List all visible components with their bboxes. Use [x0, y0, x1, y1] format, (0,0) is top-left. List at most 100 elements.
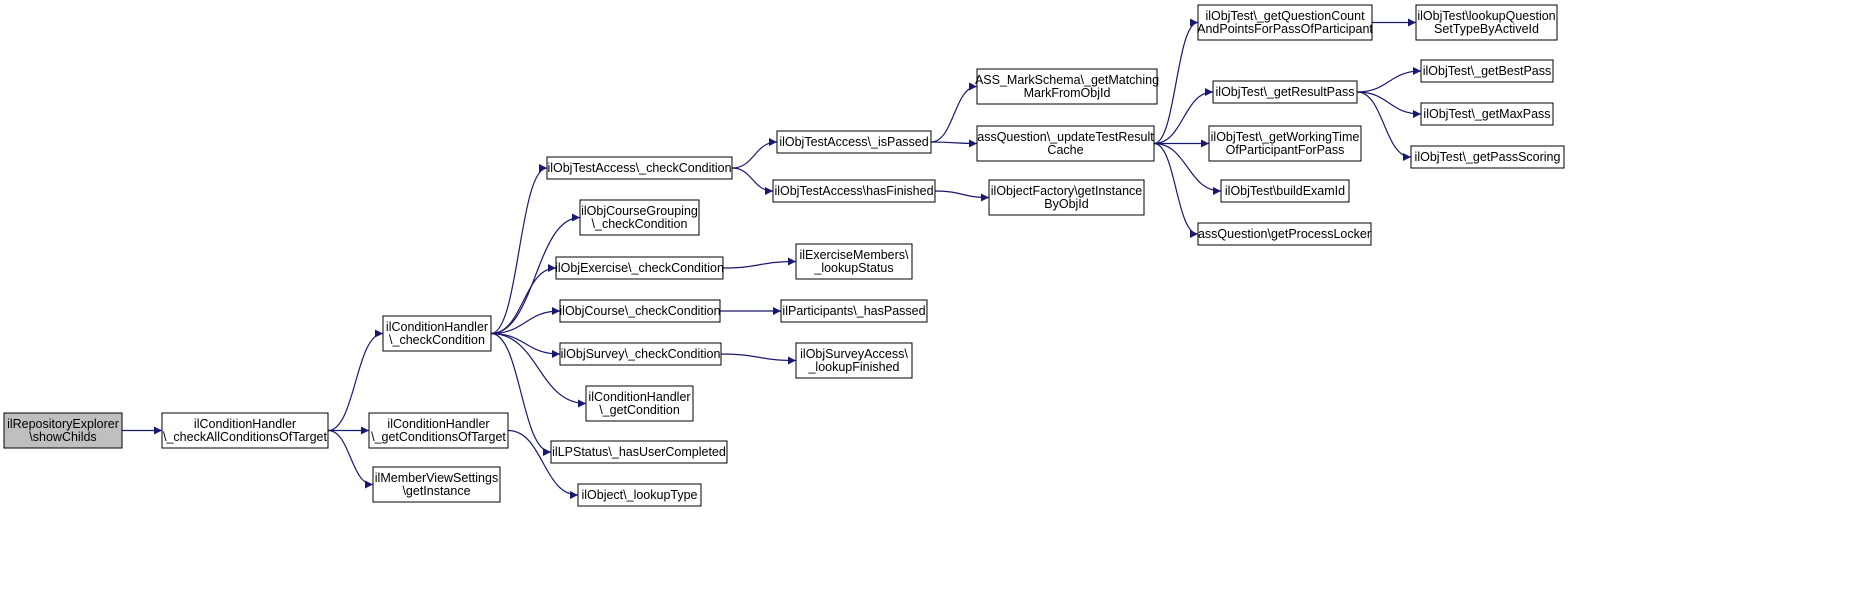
- node-procLocker[interactable]: assQuestion\getProcessLocker: [1197, 222, 1372, 246]
- node-label: \showChilds: [29, 430, 96, 444]
- node-label: ilObjectFactory\getInstance: [991, 184, 1143, 198]
- node-checkCond[interactable]: ilConditionHandler\_checkCondition: [382, 315, 492, 352]
- node-bestPass[interactable]: ilObjTest\_getBestPass: [1420, 59, 1554, 83]
- node-label: ilObjTest\buildExamId: [1225, 184, 1345, 198]
- node-surveyAccess[interactable]: ilObjSurveyAccess\_lookupFinished: [795, 342, 913, 379]
- node-label: OfParticipantForPass: [1226, 143, 1345, 157]
- node-maxPass[interactable]: ilObjTest\_getMaxPass: [1420, 102, 1554, 126]
- node-exMembers[interactable]: ilExerciseMembers\_lookupStatus: [795, 243, 913, 280]
- edge-hasFinished-to-objFactory: [934, 190, 990, 202]
- node-hasFinished[interactable]: ilObjTestAccess\hasFinished: [772, 179, 936, 203]
- node-workingTime[interactable]: ilObjTest\_getWorkingTimeOfParticipantFo…: [1208, 125, 1362, 162]
- node-checkAll[interactable]: ilConditionHandler\_checkAllConditionsOf…: [161, 412, 329, 449]
- node-label: ilObject\_lookupType: [581, 488, 697, 502]
- node-testCheck[interactable]: ilObjTestAccess\_checkCondition: [546, 156, 733, 180]
- node-box: [550, 440, 728, 464]
- node-label: ilObjExercise\_checkCondition: [555, 261, 724, 275]
- node-label: ilExerciseMembers\: [799, 248, 909, 262]
- node-label: _lookupFinished: [807, 360, 899, 374]
- edge-updateCache-to-resultPass: [1153, 88, 1214, 145]
- node-label: \_getConditionsOfTarget: [371, 430, 506, 444]
- node-label: ilConditionHandler: [588, 390, 690, 404]
- node-memberView[interactable]: ilMemberViewSettings\getInstance: [372, 466, 501, 503]
- node-label: ilConditionHandler: [386, 320, 488, 334]
- node-label: ilObjCourse\_checkCondition: [559, 304, 720, 318]
- node-lookupQSet[interactable]: ilObjTest\lookupQuestionSetTypeByActiveI…: [1415, 4, 1558, 41]
- edge-resultPass-to-bestPass: [1356, 67, 1422, 93]
- node-buildExam[interactable]: ilObjTest\buildExamId: [1220, 179, 1350, 203]
- node-box: [780, 299, 928, 323]
- node-label: ilParticipants\_hasPassed: [782, 304, 925, 318]
- node-surveyCheck[interactable]: ilObjSurvey\_checkCondition: [559, 342, 722, 366]
- node-box: [1208, 125, 1362, 162]
- node-box: [976, 68, 1158, 105]
- node-label: ilObjTest\lookupQuestion: [1417, 9, 1555, 23]
- node-label: \_checkCondition: [389, 333, 485, 347]
- node-resultPass[interactable]: ilObjTest\_getResultPass: [1212, 80, 1358, 104]
- edge-updateCache-to-buildExam: [1153, 142, 1222, 195]
- node-box: [1197, 222, 1372, 246]
- node-label: ilLPStatus\_hasUserCompleted: [552, 445, 726, 459]
- node-label: _lookupStatus: [813, 261, 893, 275]
- node-box: [795, 243, 913, 280]
- node-label: ilObjTest\_getResultPass: [1216, 85, 1355, 99]
- edge-checkCond-to-courseCheck: [490, 307, 561, 335]
- edge-checkCond-to-getCondition: [490, 332, 587, 408]
- node-label: AndPointsForPassOfParticipant: [1197, 22, 1373, 36]
- node-label: \_getCondition: [599, 403, 680, 417]
- node-box: [772, 179, 936, 203]
- node-label: ilObjTestAccess\_isPassed: [779, 135, 928, 149]
- node-exerciseCheck[interactable]: ilObjExercise\_checkCondition: [555, 256, 724, 280]
- node-lpStatus[interactable]: ilLPStatus\_hasUserCompleted: [550, 440, 728, 464]
- node-label: \getInstance: [402, 484, 470, 498]
- edge-getCondOfTarget-to-lookupType: [507, 429, 579, 499]
- node-box: [579, 199, 700, 236]
- node-box: [1197, 4, 1373, 41]
- node-getCondition[interactable]: ilConditionHandler\_getCondition: [585, 385, 694, 422]
- edge-checkCond-to-exerciseCheck: [490, 264, 557, 335]
- node-label: assQuestion\_updateTestResult: [977, 130, 1154, 144]
- node-label: assQuestion\getProcessLocker: [1198, 227, 1371, 241]
- node-label: ilObjTest\_getQuestionCount: [1205, 9, 1365, 23]
- node-label: ilObjTest\_getPassScoring: [1415, 150, 1561, 164]
- node-label: ilRepositoryExplorer: [7, 417, 119, 431]
- node-lookupType[interactable]: ilObject\_lookupType: [577, 483, 702, 507]
- edge-isPassed-to-updateCache: [930, 139, 978, 148]
- node-passScoring[interactable]: ilObjTest\_getPassScoring: [1410, 145, 1565, 169]
- node-box: [372, 466, 501, 503]
- edge-isPassed-to-markSchema: [930, 82, 978, 143]
- node-courseCheck[interactable]: ilObjCourse\_checkCondition: [559, 299, 721, 323]
- edge-exerciseCheck-to-exMembers: [722, 257, 797, 269]
- edge-checkAll-to-memberView: [327, 429, 374, 489]
- node-qCount[interactable]: ilObjTest\_getQuestionCountAndPointsForP…: [1197, 4, 1373, 41]
- node-box: [546, 156, 733, 180]
- node-label: ilObjSurveyAccess\: [800, 347, 908, 361]
- node-box: [1212, 80, 1358, 104]
- node-getCondOfTarget[interactable]: ilConditionHandler\_getConditionsOfTarge…: [368, 412, 509, 449]
- node-box: [559, 299, 721, 323]
- node-label: ilObjTest\_getWorkingTime: [1211, 130, 1360, 144]
- node-box: [368, 412, 509, 449]
- edge-checkCond-to-testCheck: [490, 164, 548, 335]
- node-box: [795, 342, 913, 379]
- node-box: [976, 125, 1155, 162]
- node-box: [1420, 59, 1554, 83]
- node-label: ilConditionHandler: [194, 417, 296, 431]
- node-participants[interactable]: ilParticipants\_hasPassed: [780, 299, 928, 323]
- node-root[interactable]: ilRepositoryExplorer\showChilds: [3, 412, 123, 449]
- node-box: [585, 385, 694, 422]
- node-label: ilObjTest\_getBestPass: [1423, 64, 1552, 78]
- node-label: SetTypeByActiveId: [1434, 22, 1539, 36]
- node-label: \_checkCondition: [592, 217, 688, 231]
- edge-checkCond-to-lpStatus: [490, 332, 552, 456]
- node-label: ilMemberViewSettings: [375, 471, 498, 485]
- node-courseGrouping[interactable]: ilObjCourseGrouping\_checkCondition: [579, 199, 700, 236]
- node-isPassed[interactable]: ilObjTestAccess\_isPassed: [776, 130, 932, 154]
- node-box: [1410, 145, 1565, 169]
- node-label: ASS_MarkSchema\_getMatching: [975, 73, 1159, 87]
- node-box: [382, 315, 492, 352]
